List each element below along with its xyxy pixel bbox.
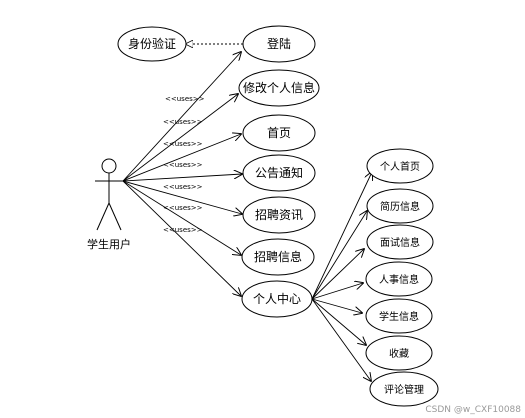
edge-center-sub4 [311, 283, 363, 300]
stereotype-label: <<uses>> [163, 118, 203, 126]
edge-center-sub1 [311, 172, 372, 300]
use-case-label: 面试信息 [380, 236, 420, 249]
sub-use-case-comments: 评论管理 [369, 371, 439, 407]
stereotype-label: <<uses>> [163, 161, 203, 169]
actor-student: 学生用户 [87, 158, 131, 251]
edge-actor-login [122, 52, 241, 182]
use-case-auth: 身份验证 [117, 26, 187, 62]
sub-use-case-interview: 面试信息 [366, 224, 434, 260]
use-case-home: 首页 [242, 114, 316, 152]
stereotype-label: <<uses>> [163, 140, 203, 148]
use-case-label: 招聘资讯 [255, 208, 303, 222]
edge-actor-profile [122, 94, 238, 182]
use-case-label: 个人中心 [253, 291, 301, 306]
edge-center-sub5 [311, 298, 362, 313]
edge-center-sub3 [311, 249, 364, 300]
edge-actor-home [122, 134, 241, 182]
use-case-personal-center: 个人中心 [241, 280, 313, 318]
sub-use-case-personal-home: 个人首页 [366, 148, 434, 184]
watermark: CSDN @w_CXF10088 [425, 405, 521, 415]
actor-left-leg [96, 202, 110, 231]
sub-use-case-student: 学生信息 [365, 298, 433, 334]
edge-actor-jobinfo [122, 180, 241, 255]
sub-use-case-favorites: 收藏 [365, 335, 433, 371]
use-case-label: 个人首页 [380, 160, 420, 173]
use-case-login: 登陆 [242, 25, 316, 63]
edge-center-sub6 [311, 298, 366, 345]
edge-actor-notice [122, 174, 242, 182]
edge-center-sub2 [311, 211, 367, 300]
sub-use-case-hr: 人事信息 [365, 261, 433, 297]
use-case-edit-profile: 修改个人信息 [238, 69, 320, 107]
association-lines [122, 44, 372, 381]
sub-use-case-resume: 简历信息 [366, 188, 434, 224]
actor-head [101, 158, 117, 174]
use-case-label: 身份验证 [128, 36, 176, 51]
use-case-label: 收藏 [389, 347, 409, 360]
stereotype-label: <<uses>> [165, 95, 205, 103]
use-case-label: 学生信息 [379, 310, 419, 323]
use-case-label: 修改个人信息 [243, 80, 315, 95]
stereotype-labels: <<uses>> <<uses>> <<uses>> <<uses>> <<us… [163, 95, 205, 234]
use-case-label: 首页 [267, 126, 291, 140]
edge-actor-news [122, 180, 242, 214]
use-case-notice: 公告通知 [242, 154, 316, 192]
stereotype-label: <<uses>> [163, 204, 203, 212]
use-case-job-info: 招聘信息 [241, 238, 315, 276]
use-case-label: 招聘信息 [254, 249, 302, 264]
edge-center-sub7 [311, 298, 371, 381]
use-case-label: 公告通知 [255, 166, 303, 180]
use-case-label: 简历信息 [380, 200, 420, 213]
use-case-job-news: 招聘资讯 [242, 196, 316, 234]
use-case-label: 登陆 [267, 36, 291, 51]
actor-right-leg [108, 202, 122, 231]
use-case-label: 评论管理 [384, 383, 424, 396]
edge-actor-center [122, 180, 241, 296]
stereotype-label: <<uses>> [163, 226, 203, 234]
actor-label: 学生用户 [87, 237, 131, 251]
stereotype-label: <<uses>> [163, 183, 203, 191]
use-case-label: 人事信息 [379, 273, 419, 286]
